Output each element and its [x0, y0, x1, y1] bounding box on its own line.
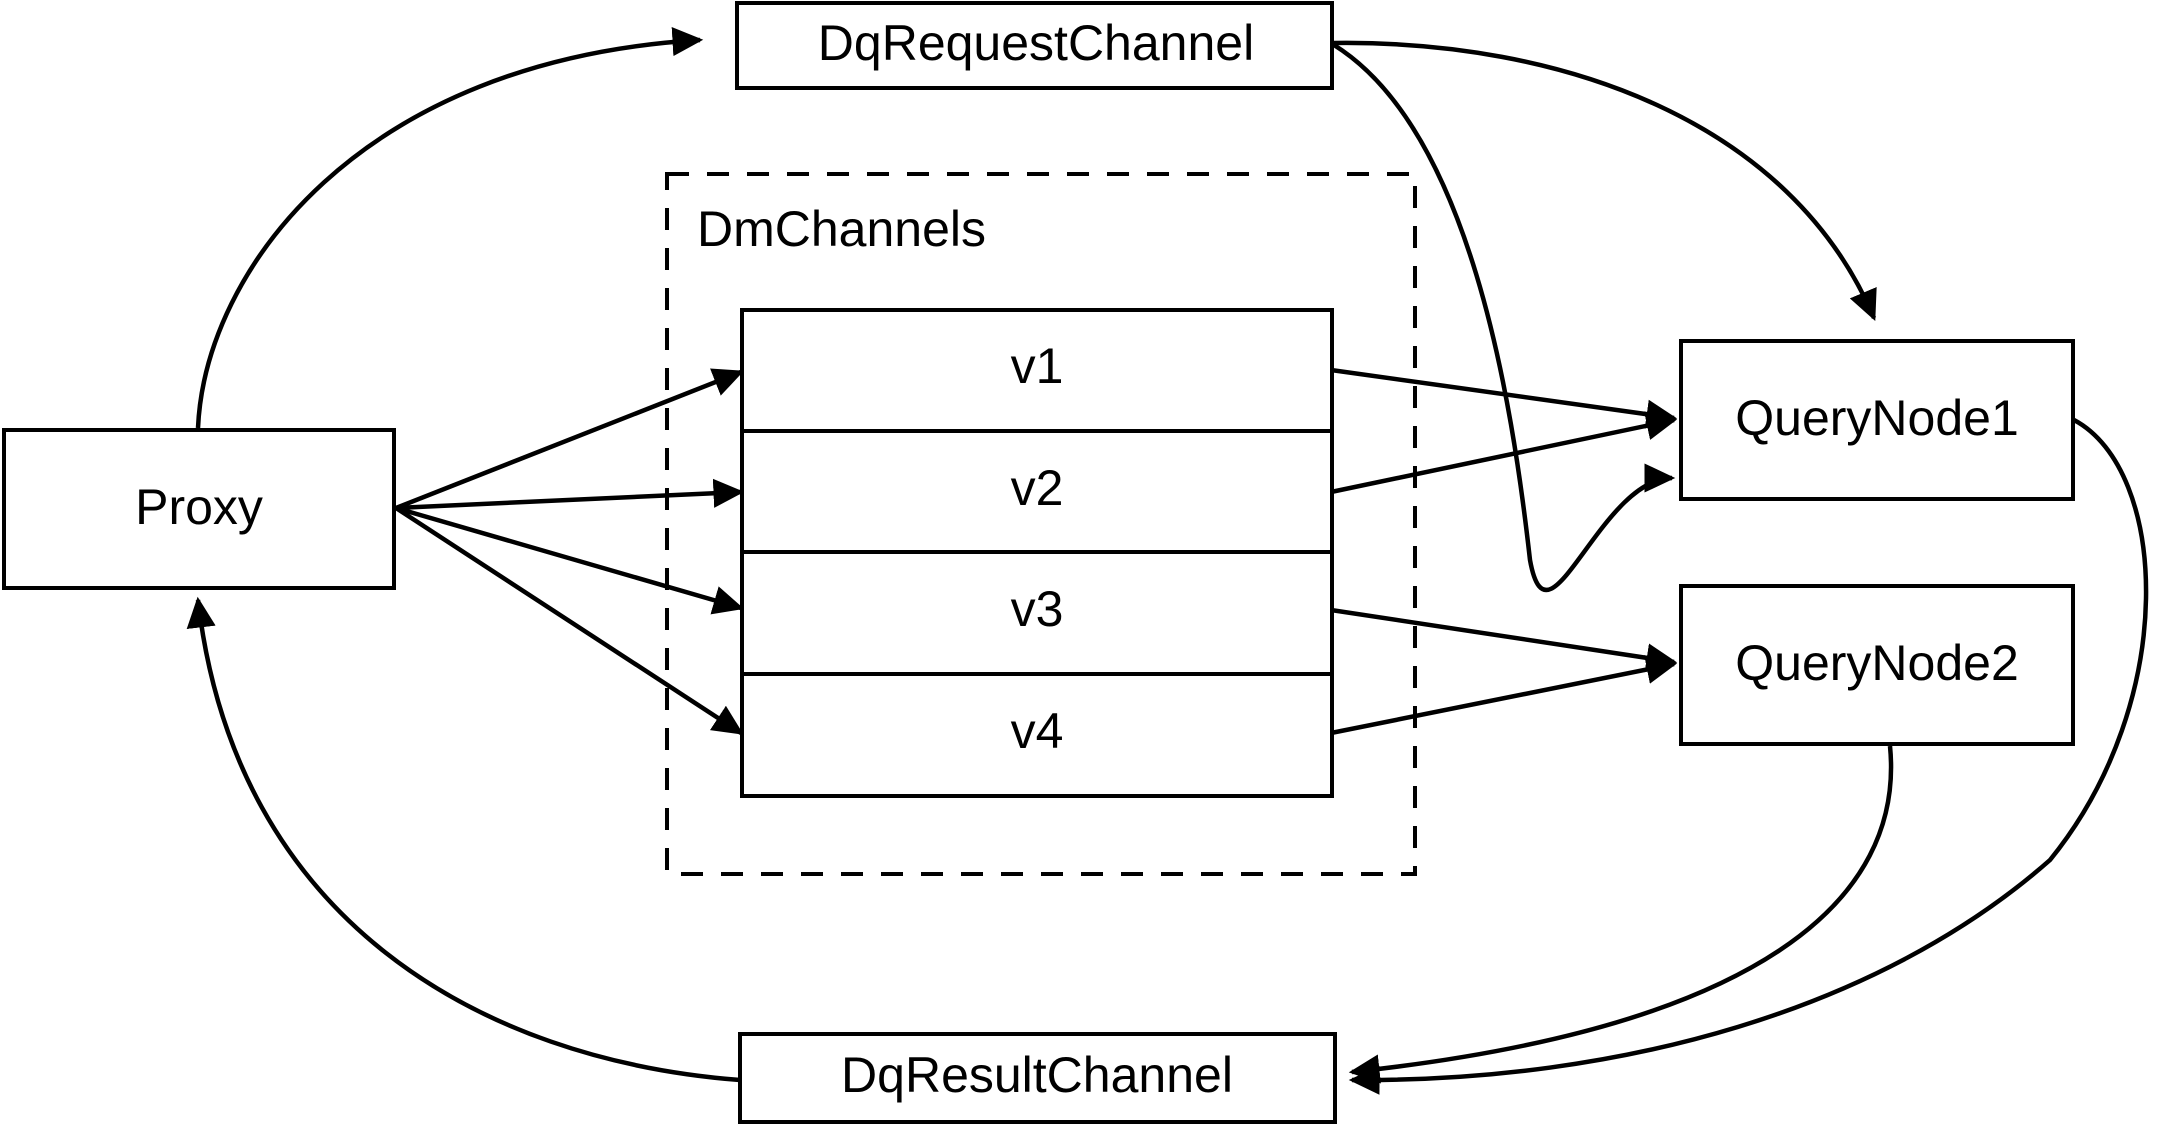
edge-v4-to-querynode2	[1330, 655, 1678, 736]
proxy-box[interactable]	[2, 428, 396, 590]
edge-v2-to-querynode1	[1330, 411, 1678, 495]
edge-proxy-to-v3	[395, 505, 745, 615]
edge-querynode2-to-dqresultchannel	[1348, 745, 1894, 1084]
query-node-2-label: QueryNode2	[1735, 635, 2019, 691]
proxy-label: Proxy	[135, 479, 263, 535]
edge-dqrequestchannel-to-querynode1	[1333, 40, 1877, 321]
dm-channels-group-label: DmChannels	[697, 201, 986, 257]
dq-result-channel-box[interactable]	[738, 1032, 1337, 1124]
edge-dqrequestchannel-to-querynode2	[1332, 43, 1676, 593]
query-node-2-box[interactable]	[1679, 584, 2075, 746]
edge-proxy-to-v2	[395, 478, 745, 511]
node-query-node-2[interactable]: QueryNode2	[1679, 584, 2075, 746]
dm-channel-row-v2: v2	[1011, 460, 1064, 516]
query-node-1-label: QueryNode1	[1735, 390, 2019, 446]
node-dq-result-channel[interactable]: DqResultChannel	[738, 1032, 1337, 1124]
dm-channel-row-v4: v4	[1011, 703, 1064, 759]
dm-channels-group	[665, 172, 1417, 876]
query-node-1-box[interactable]	[1679, 339, 2075, 501]
dm-channel-row-v1: v1	[1011, 338, 1064, 394]
dm-channels-table: v1 v2 v3 v4	[740, 308, 1334, 798]
edge-proxy-to-v1	[395, 368, 745, 511]
edge-dqresultchannel-to-proxy	[186, 596, 741, 1083]
edge-proxy-to-dqrequestchannel	[195, 27, 704, 429]
edge-proxy-to-v4	[394, 506, 744, 735]
edge-v3-to-querynode2	[1330, 607, 1678, 673]
node-proxy[interactable]: Proxy	[2, 428, 396, 590]
node-query-node-1[interactable]: QueryNode1	[1679, 339, 2075, 501]
dq-request-channel-label: DqRequestChannel	[818, 15, 1254, 71]
node-dq-request-channel[interactable]: DqRequestChannel	[735, 1, 1334, 90]
dm-channel-row-v3: v3	[1011, 581, 1064, 637]
edge-v1-to-querynode1	[1330, 367, 1678, 429]
dq-result-channel-label: DqResultChannel	[841, 1047, 1233, 1103]
edge-querynode1-to-dqresultchannel	[1348, 418, 2149, 1095]
dq-request-channel-box[interactable]	[735, 1, 1334, 90]
